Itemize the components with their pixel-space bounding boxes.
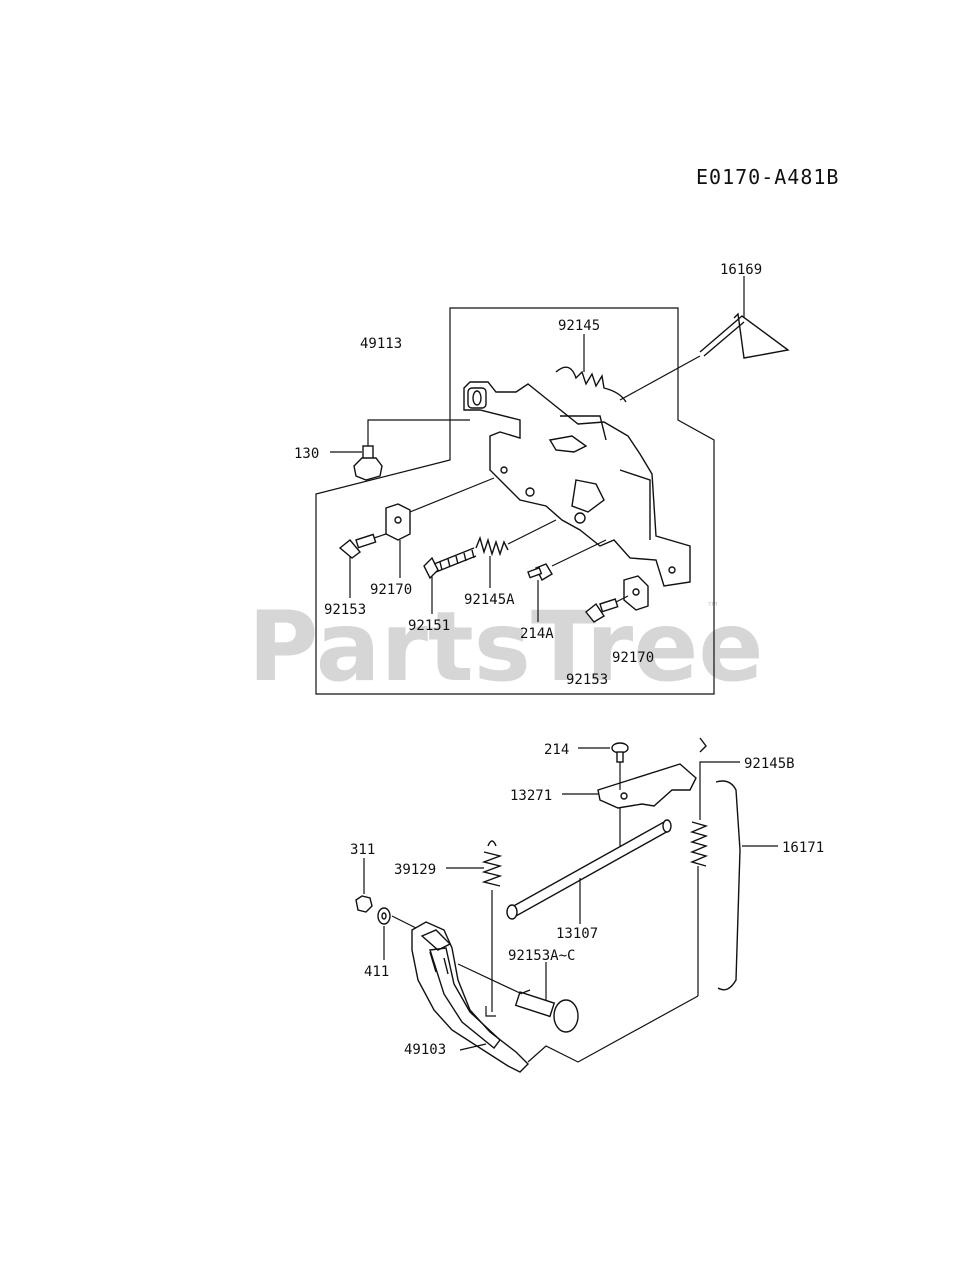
part-92153AC-bolt (514, 989, 579, 1033)
link-130 (367, 419, 470, 446)
part-214A-screw (527, 563, 553, 581)
link-92153-a (373, 533, 387, 539)
assembly-boundary-49113 (315, 307, 715, 695)
link-92153-b (615, 595, 629, 603)
label-49103: 49103 (404, 1042, 446, 1058)
diagram-code: E0170-A481B (696, 165, 839, 189)
part-411-washer (377, 907, 391, 925)
label-16171: 16171 (782, 840, 824, 856)
leader-92145B (699, 761, 740, 820)
part-13107-shaft (506, 819, 672, 920)
link-411 (391, 915, 417, 929)
part-130-bolt (353, 445, 383, 481)
label-92145A: 92145A (464, 592, 515, 608)
label-92145B: 92145B (744, 756, 795, 772)
part-16171-rod (715, 780, 741, 991)
label-92151: 92151 (408, 618, 450, 634)
label-92153AC: 92153A~C (508, 948, 575, 964)
part-control-bracket (463, 381, 691, 587)
label-13107: 13107 (556, 926, 598, 942)
part-16169-clip (699, 312, 790, 359)
part-214-screw (611, 742, 629, 763)
link-wire-16169 (619, 355, 701, 401)
part-92170-plate-a (385, 503, 411, 541)
link-92153AC (457, 963, 523, 995)
label-92170-a: 92170 (370, 582, 412, 598)
link-214A (551, 539, 607, 567)
label-39129: 39129 (394, 862, 436, 878)
part-92145-spring (555, 366, 627, 403)
watermark: PartsTree (248, 591, 763, 703)
link-92170-a (409, 477, 495, 513)
label-214A: 214A (520, 626, 554, 642)
part-92170-plate-b (623, 575, 649, 611)
label-92145: 92145 (558, 318, 600, 334)
part-39129-spring (481, 840, 503, 887)
label-49113: 49113 (360, 336, 402, 352)
watermark-tm: ™ (706, 600, 720, 616)
part-92145A-spring (475, 535, 509, 557)
label-92153-a: 92153 (324, 602, 366, 618)
label-214: 214 (544, 742, 569, 758)
leader-49103 (459, 1043, 487, 1051)
link-49103 (527, 995, 699, 1063)
link-92145A (507, 519, 557, 545)
part-49103-lever (411, 921, 529, 1073)
part-311-nut (355, 895, 373, 913)
label-311: 311 (350, 842, 375, 858)
label-130: 130 (294, 446, 319, 462)
label-411: 411 (364, 964, 389, 980)
label-16169: 16169 (720, 262, 762, 278)
label-13271: 13271 (510, 788, 552, 804)
part-13271-plate (597, 763, 697, 809)
part-92153-screw-a (338, 533, 377, 559)
part-92153-screw-b (585, 598, 619, 623)
label-92153-b: 92153 (566, 672, 608, 688)
label-92170-b: 92170 (612, 650, 654, 666)
link-49103-slot (485, 1006, 496, 1017)
part-92151-screw (423, 547, 477, 580)
part-92145B-spring (689, 737, 709, 867)
